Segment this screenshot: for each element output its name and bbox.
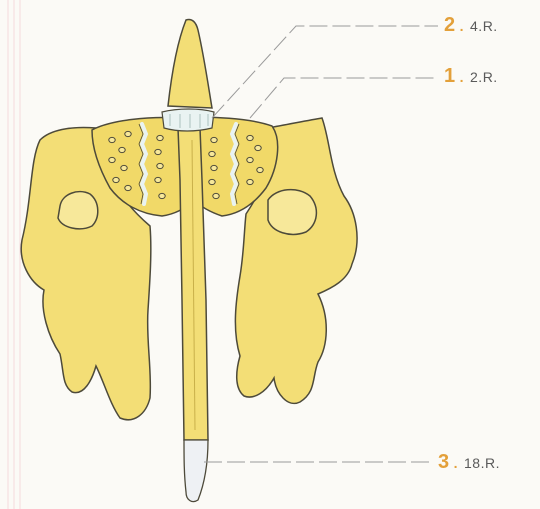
label-3-number: 3 [438, 451, 450, 473]
bottom-tip-cartilage [184, 440, 208, 502]
paper-margin-lines [8, 0, 20, 509]
leader-line-1 [250, 78, 438, 118]
label-3-dot: . [454, 455, 458, 471]
label-1: 1. 2.R. [444, 65, 498, 88]
label-2: 2. 4.R. [444, 14, 498, 37]
label-3-text: 18.R. [464, 455, 500, 471]
label-3: 3. 18.R. [438, 451, 500, 474]
label-2-dot: . [460, 18, 464, 34]
label-2-text: 4.R. [470, 18, 498, 34]
label-1-number: 1 [444, 65, 456, 87]
label-1-text: 2.R. [470, 69, 498, 85]
leader-line-2 [212, 26, 438, 118]
right-wing-foramen [268, 190, 316, 235]
label-2-number: 2 [444, 14, 456, 36]
label-1-dot: . [460, 69, 464, 85]
left-wing-foramen [58, 192, 98, 229]
top-spike-bone [168, 19, 212, 108]
